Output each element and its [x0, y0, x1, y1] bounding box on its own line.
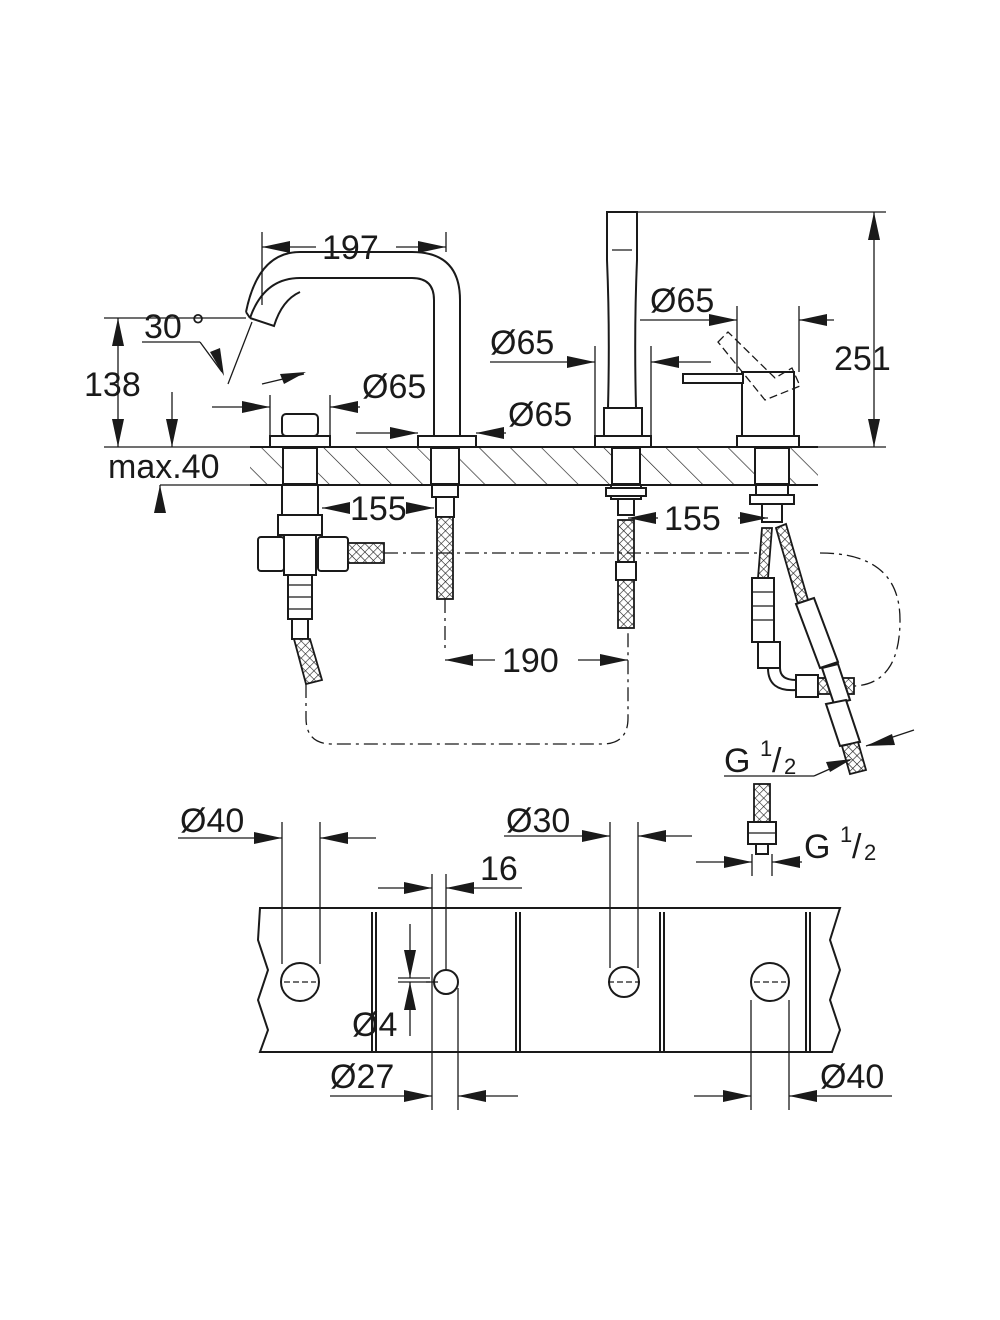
dim-thread-lower: G 1 / 2 — [804, 822, 876, 866]
dim-spout-reach: 197 — [322, 229, 379, 267]
dim-spout-angle: 30 ° — [144, 308, 205, 346]
dim-shower-diameter-left: Ø65 — [490, 324, 554, 362]
thread-lower-num: 1 — [840, 822, 852, 847]
dim-overall-height: 251 — [834, 340, 891, 378]
dim-spout-flange-diameter: Ø65 — [508, 396, 572, 434]
dim-spacing-left: 155 — [350, 490, 407, 528]
hose-routing — [305, 552, 901, 745]
dim-thread-upper: G 1 / 2 — [724, 736, 796, 780]
dim-hole-40-left: Ø40 — [180, 802, 244, 840]
thread-upper-slash: / — [772, 742, 782, 780]
dim-shower-diameter-right: Ø65 — [650, 282, 714, 320]
dim-hole-27: Ø27 — [330, 1058, 394, 1096]
dimension-lines-bottom — [178, 822, 892, 1110]
thread-lower-den: 2 — [864, 840, 876, 865]
hand-shower — [594, 211, 652, 629]
deck-plan-view — [256, 907, 842, 1053]
dim-hole-30: Ø30 — [506, 802, 570, 840]
dimension-lines-top — [104, 211, 915, 777]
thread-upper-base: G — [724, 742, 750, 780]
thread-lower-slash: / — [852, 828, 862, 866]
dim-slot-16: 16 — [480, 850, 518, 888]
hose-stub — [696, 783, 802, 876]
thread-upper-den: 2 — [784, 754, 796, 779]
mixer-valve — [682, 331, 868, 776]
dim-hole-40-right: Ø40 — [820, 1058, 884, 1096]
dim-spacing-middle: 190 — [502, 642, 559, 680]
diverter-valve — [257, 413, 385, 686]
dim-spacing-right: 155 — [664, 500, 721, 538]
deck-section — [104, 446, 818, 486]
dim-spout-base-diameter: Ø65 — [362, 368, 426, 406]
dim-hole-4: Ø4 — [352, 1006, 397, 1044]
dim-deck-thickness: max.40 — [108, 448, 220, 486]
thread-upper-num: 1 — [760, 736, 772, 761]
dim-spout-height: 138 — [84, 366, 141, 404]
thread-lower-base: G — [804, 828, 830, 866]
